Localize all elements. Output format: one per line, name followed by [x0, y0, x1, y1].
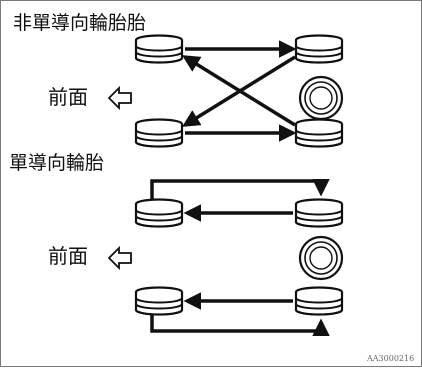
bracket-arrow-top	[150, 179, 330, 199]
figure-code: AA3000216	[367, 354, 415, 363]
front-direction-arrow-icon	[108, 87, 132, 109]
front-label-bottom: 前面	[48, 244, 88, 268]
non-directional-tires-title: 非單導向輪胎胎	[13, 12, 147, 34]
dir-front-right-tire-icon	[294, 198, 344, 228]
directional-layout	[108, 179, 344, 336]
rear-right-tire-icon	[294, 118, 344, 148]
rear-left-tire-icon	[134, 118, 184, 148]
front-label-top: 前面	[48, 85, 88, 109]
front-left-tire-icon	[134, 34, 184, 64]
dir-front-left-tire-icon	[134, 198, 184, 228]
front-right-tire-icon	[294, 34, 344, 64]
non-directional-layout	[108, 34, 344, 148]
bracket-arrow-bottom	[150, 315, 330, 336]
spare-tire-icon	[298, 75, 344, 121]
directional-tires-title: 單導向輪胎	[9, 152, 105, 174]
dir-rear-right-tire-icon	[294, 286, 344, 316]
dir-rear-left-tire-icon	[134, 286, 184, 316]
dir-spare-tire-icon	[298, 235, 344, 281]
front-direction-arrow-icon-2	[108, 247, 132, 269]
arrow-rear-right-to-front-left	[182, 55, 296, 127]
